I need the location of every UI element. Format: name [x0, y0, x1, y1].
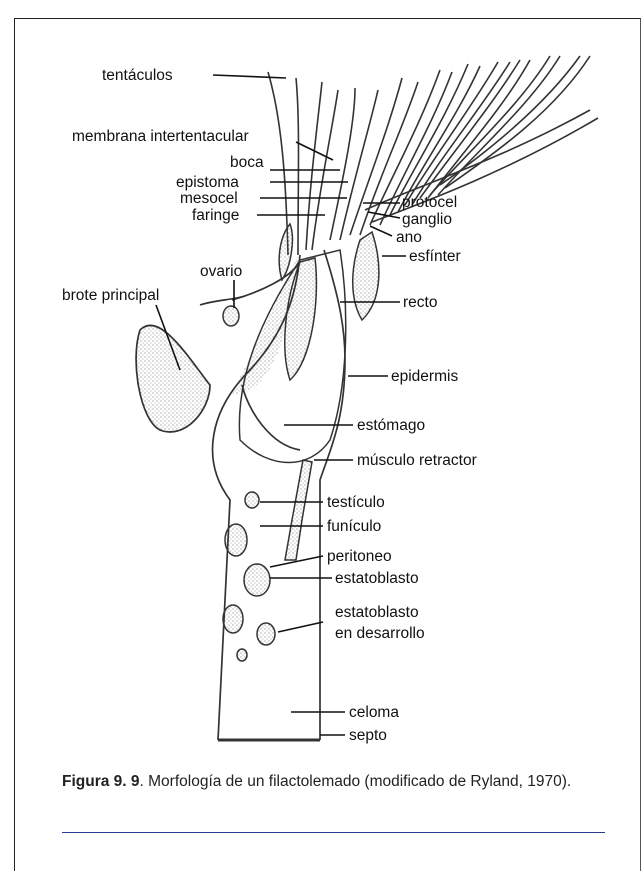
- caption-figure-number: Figura 9. 9: [62, 773, 140, 790]
- label-protocel: protocel: [402, 194, 457, 211]
- label-esfinter: esfínter: [409, 248, 461, 265]
- label-estomago: estómago: [357, 417, 425, 434]
- label-ganglio: ganglio: [402, 211, 452, 228]
- label-estatoblasto-desarrollo-2: en desarrollo: [335, 625, 425, 642]
- label-recto: recto: [403, 294, 437, 311]
- label-estatoblasto: estatoblasto: [335, 570, 419, 587]
- label-peritoneo: peritoneo: [327, 548, 392, 565]
- label-tentaculos: tentáculos: [102, 67, 173, 84]
- label-musculo: músculo retractor: [357, 452, 477, 469]
- label-faringe: faringe: [192, 207, 239, 224]
- label-septo: septo: [349, 727, 387, 744]
- label-mesocel: mesocel: [180, 190, 238, 207]
- label-funiculo: funículo: [327, 518, 381, 535]
- label-ovario: ovario: [200, 263, 242, 280]
- label-ano: ano: [396, 229, 422, 246]
- caption-text: . Morfología de un filactolemado (modifi…: [140, 773, 572, 790]
- figure-caption: Figura 9. 9. Morfología de un filactolem…: [62, 771, 622, 793]
- label-brote: brote principal: [62, 287, 159, 304]
- label-estatoblasto-desarrollo-1: estatoblasto: [335, 604, 419, 621]
- caption-rule: [62, 832, 605, 833]
- label-epistoma: epistoma: [176, 174, 239, 191]
- label-boca: boca: [230, 154, 264, 171]
- label-testiculo: testículo: [327, 494, 385, 511]
- label-epidermis: epidermis: [391, 368, 458, 385]
- label-celoma: celoma: [349, 704, 399, 721]
- label-membrana: membrana intertentacular: [72, 128, 249, 145]
